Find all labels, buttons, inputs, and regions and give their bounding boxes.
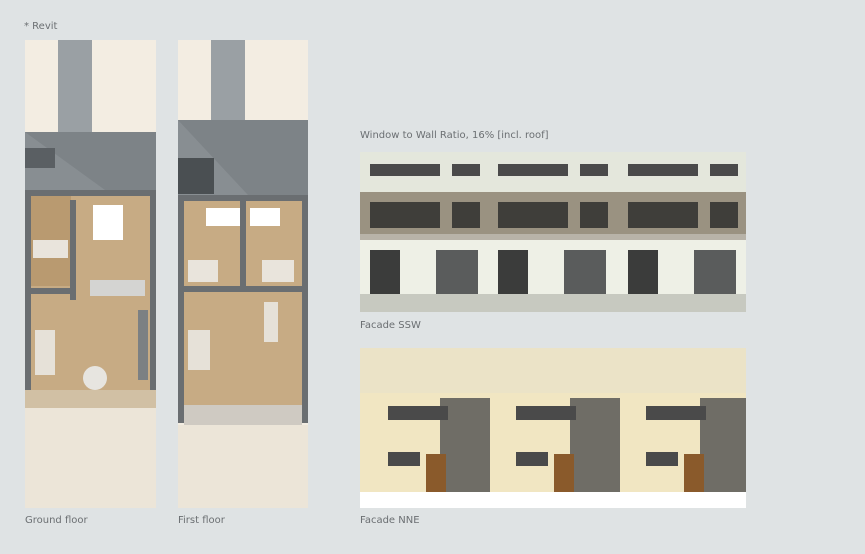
- first-floor-caption: First floor: [178, 515, 225, 526]
- window-wall-ratio-caption: Window to Wall Ratio, 16% [incl. roof]: [360, 130, 549, 141]
- facade-nne-render: [360, 348, 746, 508]
- facade-ssw-render: [360, 152, 746, 312]
- ground-floor-plan: [25, 40, 156, 508]
- facade-nne-caption: Facade NNE: [360, 515, 420, 526]
- ground-floor-caption: Ground floor: [25, 515, 88, 526]
- facade-ssw-caption: Facade SSW: [360, 320, 421, 331]
- first-floor-plan: [178, 40, 308, 508]
- revit-note: * Revit: [24, 21, 58, 32]
